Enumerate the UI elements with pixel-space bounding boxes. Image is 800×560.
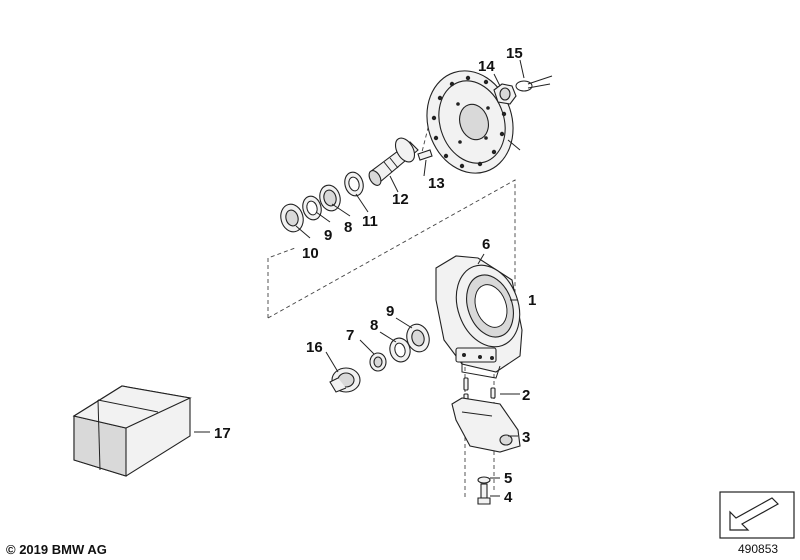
callout-1: 1: [528, 292, 536, 309]
callouts: 1 2 3 4 5 6 7 8 9 16 10 9 8 11 12 13 14 …: [214, 45, 536, 506]
copyright-text: © 2019 BMW AG: [6, 542, 107, 557]
bearing-lower[interactable]: [387, 336, 413, 364]
callout-5: 5: [504, 470, 512, 487]
callout-3: 3: [522, 429, 530, 446]
callout-9-upper: 9: [324, 227, 332, 244]
callout-11: 11: [362, 213, 378, 230]
stub-axle[interactable]: [367, 135, 419, 188]
callout-16: 16: [306, 339, 323, 356]
brake-disc[interactable]: [414, 60, 526, 185]
callout-8-upper: 8: [344, 219, 352, 236]
seal-ring-lower[interactable]: [404, 322, 432, 355]
repair-kit-box[interactable]: [72, 385, 192, 477]
diagram-id: 490853: [738, 542, 778, 556]
washer[interactable]: [477, 476, 491, 484]
callout-9-lower: 9: [386, 303, 394, 320]
callout-14: 14: [478, 58, 495, 75]
spacer-ring-upper[interactable]: [342, 170, 366, 198]
callout-6: 6: [482, 236, 490, 253]
callout-15: 15: [506, 45, 523, 62]
spacer-lower[interactable]: [369, 352, 387, 372]
bearing-race-upper[interactable]: [278, 202, 306, 235]
callout-13: 13: [428, 175, 445, 192]
callout-2: 2: [522, 387, 530, 404]
arrow-direction-icon[interactable]: [719, 491, 795, 539]
cotter-pin[interactable]: [515, 75, 553, 92]
bearing-upper[interactable]: [317, 183, 343, 213]
seal-ring-upper[interactable]: [300, 194, 324, 222]
mounting-bracket[interactable]: [451, 397, 521, 453]
axle-pin[interactable]: [417, 149, 433, 161]
callout-7: 7: [346, 327, 354, 344]
hub-flange[interactable]: [329, 367, 361, 393]
callout-17: 17: [214, 425, 231, 442]
callout-4: 4: [504, 489, 513, 506]
wheel-housing[interactable]: [435, 255, 531, 379]
hex-bolt[interactable]: [477, 483, 491, 505]
leader-lines: [194, 59, 525, 497]
callout-8-lower: 8: [370, 317, 378, 334]
callout-10: 10: [302, 245, 319, 262]
hub-nut[interactable]: [493, 83, 517, 105]
callout-12: 12: [392, 191, 409, 208]
